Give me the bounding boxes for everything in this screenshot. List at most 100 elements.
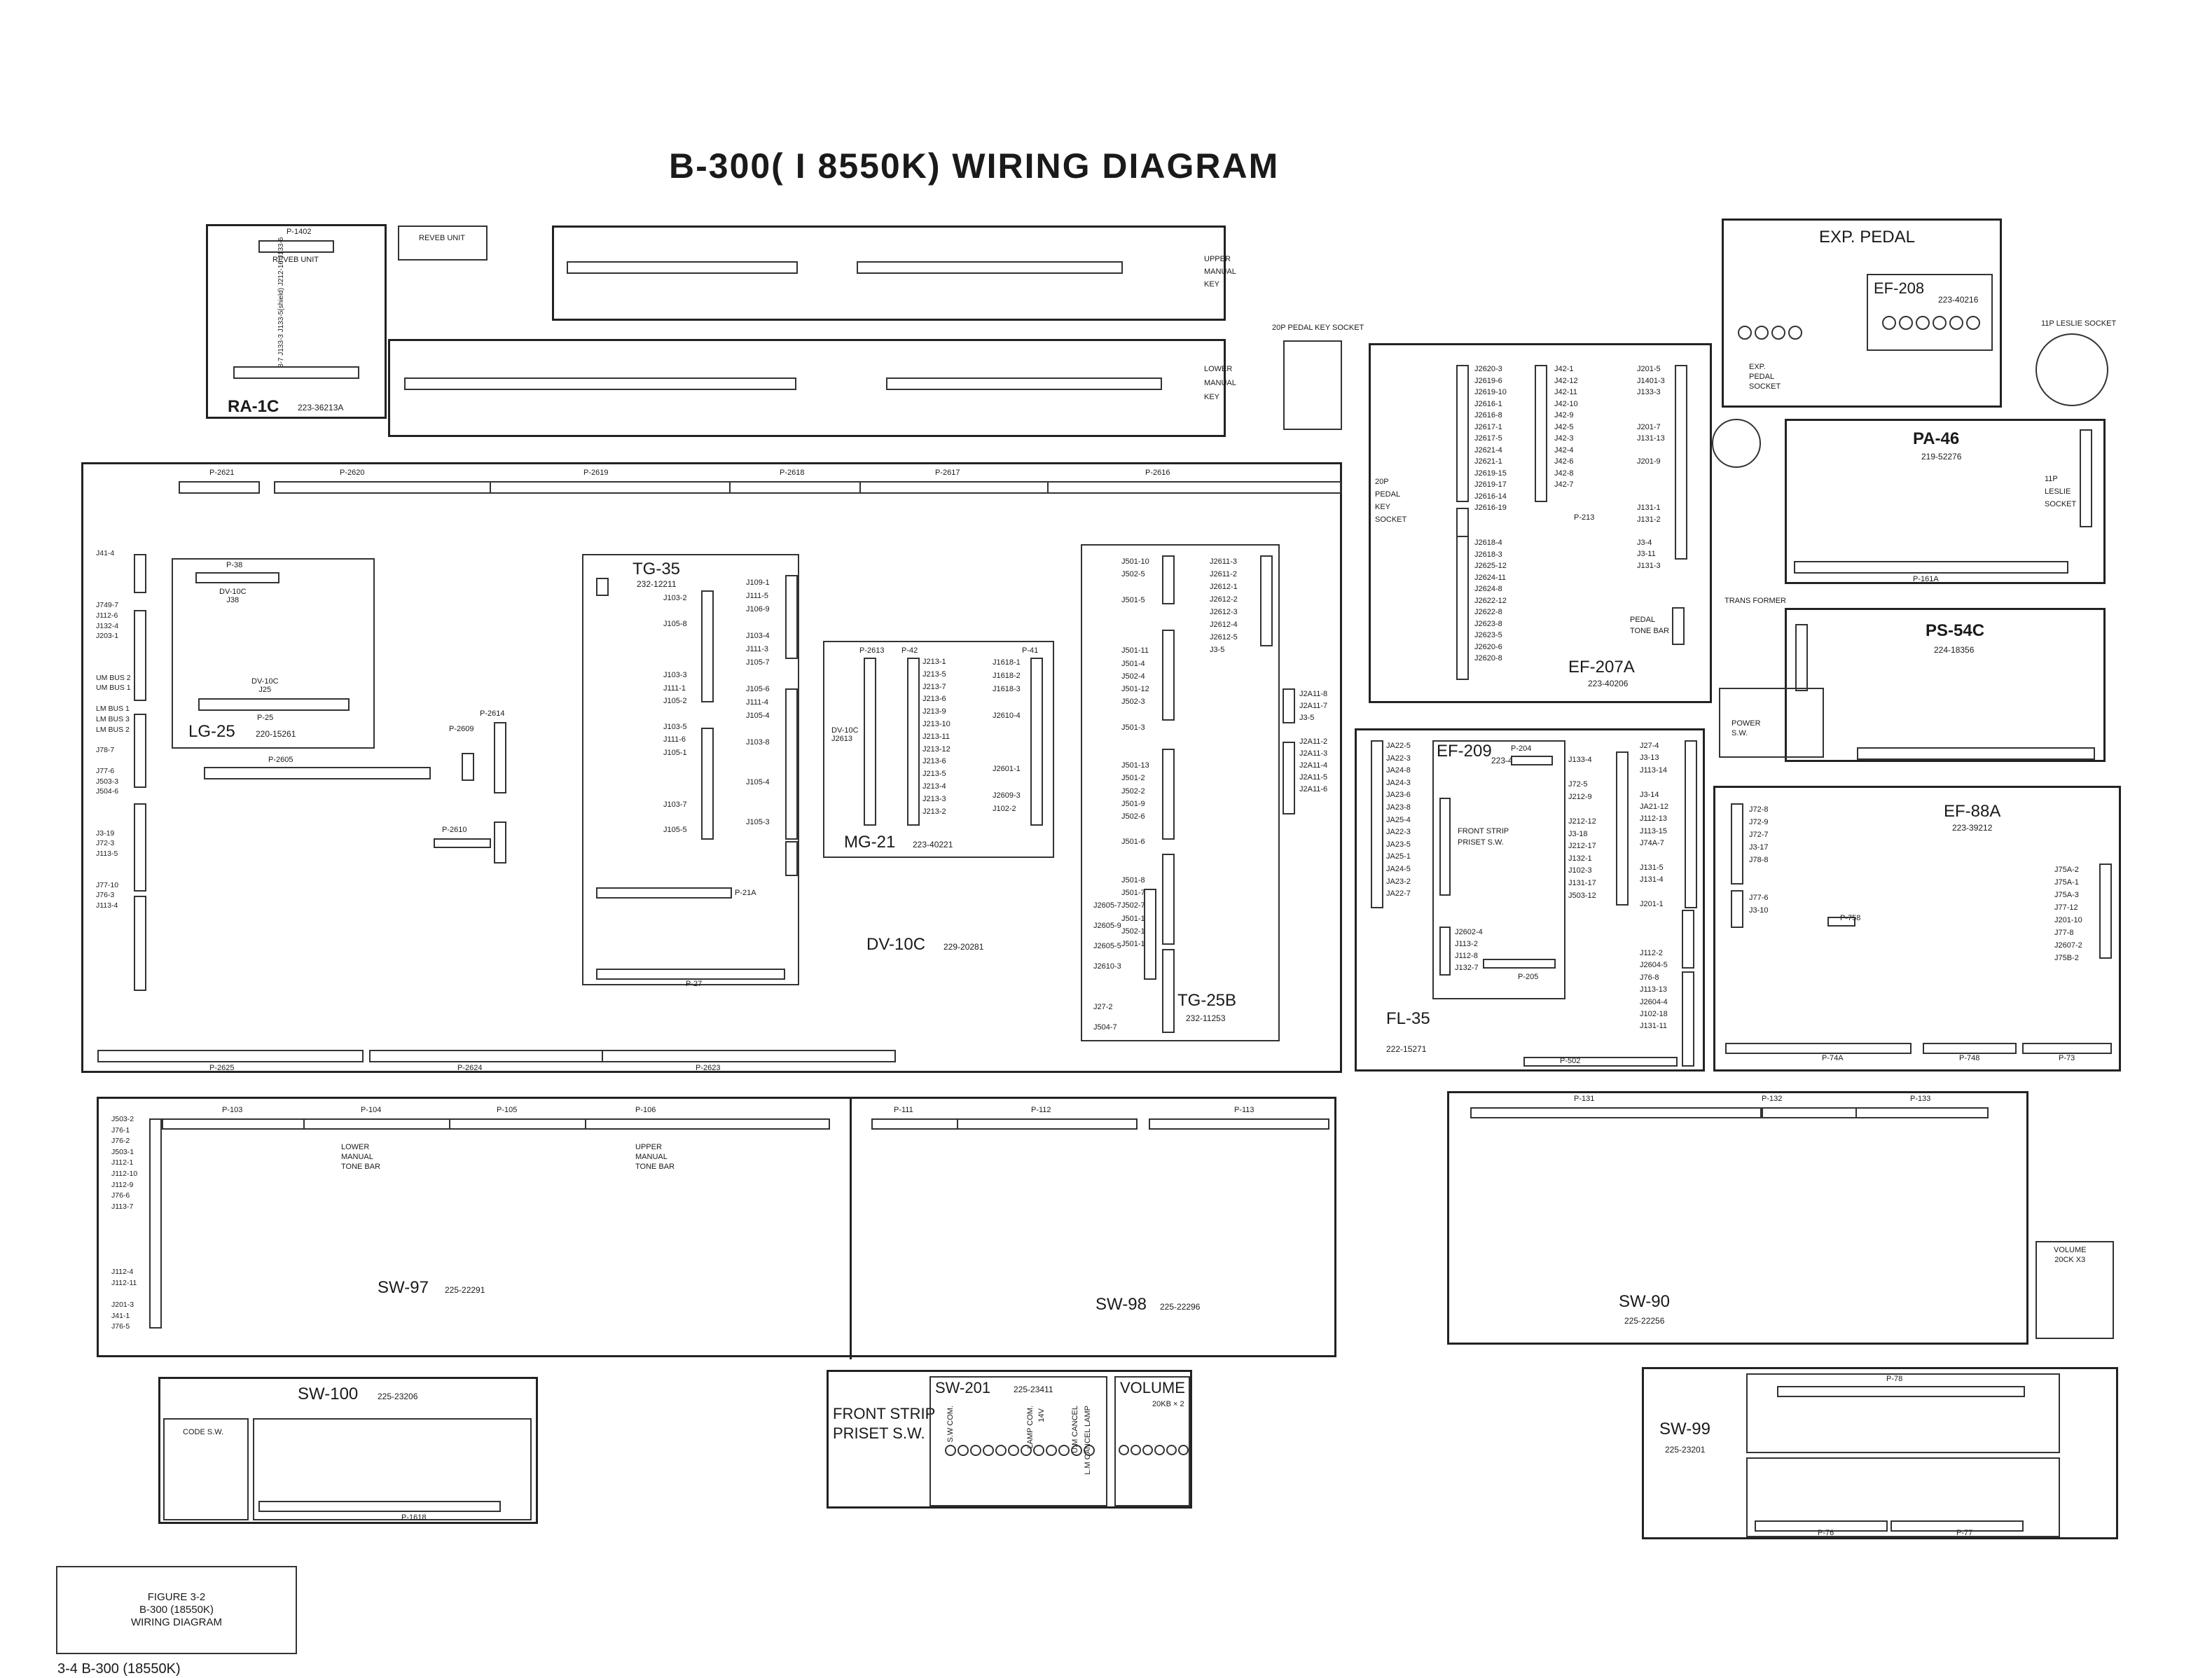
board-name: SW-100 [298,1385,359,1403]
volume-20ck: VOLUME 20CK X3 [2035,1241,2114,1339]
board-sw97: P-103 P-104 P-105 P-106 LOWER MANUAL TON… [97,1097,1336,1359]
connector-p131 [1470,1107,1762,1118]
connector-label: P-132 [1762,1095,1783,1103]
connector-p2617 [859,481,1049,494]
connector-p1 [1795,624,1808,691]
connector-label: P-76 [1818,1529,1834,1537]
pin [983,1445,994,1456]
board-name: RA-1C [228,397,279,416]
board-name: FL-35 [1386,1009,1430,1028]
upper-connector-1 [567,261,798,274]
board-part: 225-22256 [1624,1316,1665,1326]
board-ef209: EF-209 223-40221 P-204 FRONT STRIP PRISE… [1432,740,1565,999]
board-name: VOLUME [1120,1379,1185,1396]
pin [958,1445,969,1456]
board-name: SW-98 [1095,1295,1147,1314]
board-name: SW-90 [1619,1292,1670,1311]
lg25-dv2: DV-10C J25 [251,677,279,694]
board-part: 222-15271 [1386,1044,1427,1054]
ef207a-list4: J2618-4 J2618-3 J2625-12 J2624-11 J2624-… [1474,539,1507,663]
volume-pins [1119,1445,1189,1455]
ef207a-p213: P-213 [1574,513,1595,522]
upper-connector-2 [857,261,1123,274]
pin [995,1445,1007,1456]
pin [1755,326,1769,340]
board-part: 225-23411 [1014,1385,1053,1394]
connector-p2620 [274,481,512,494]
board-name: TG-35 [633,560,681,578]
figure-caption: FIGURE 3-2 B-300 (18550K) WIRING DIAGRAM [56,1566,297,1654]
board-part: 223-40206 [1588,679,1629,688]
sw201-swcom: S.W COM. [946,1406,955,1443]
lower-tone-bar: LOWER MANUAL TONE BAR [341,1143,381,1171]
sw201-cancel-lamp: L.M CANCEL LAMP [1084,1406,1092,1475]
board-part: 232-11253 [1186,1013,1226,1023]
lower-label: LOWER MANUAL KEY [1204,365,1236,401]
pin [1033,1445,1044,1456]
connector-p24 [785,688,798,840]
pin [1008,1445,1019,1456]
board-pa46: PA-46 219-52276 11P LESLIE SOCKET P-161A [1785,419,2106,584]
upper-label: UPPER MANUAL KEY [1204,255,1236,289]
connector-p41 [1030,658,1043,826]
pin [1178,1445,1189,1455]
board-ef88a: EF-88A 223-39212 J72-8 J72-9 J72-7 J3-17… [1713,786,2121,1072]
connector-p133 [1855,1107,1989,1118]
caption-line2: B-300 (18550K) [139,1604,214,1616]
pedal-key-socket [1283,340,1342,430]
connector-p38 [195,572,279,583]
connector-p102 [149,1118,162,1329]
connector-p503 [1682,971,1694,1067]
connector-p205 [1483,959,1556,969]
fl35-list-d: J133-4 J72-5 J212-9 J212-12 J3-18 J212-1… [1568,756,1596,900]
board-tg25b: J501-10 J502-5 J501-5 J501-11 J501-4 J50… [1081,544,1280,1041]
diagram-title: B-300( I 8550K) WIRING DIAGRAM [669,146,1280,186]
power-block [1719,688,1824,758]
connector-p504 [1685,740,1697,908]
connector-p75a [1731,803,1743,885]
connector-label: P-205 [1518,973,1539,981]
ef208-pins [1882,316,1980,330]
connector-p2616 [1047,481,1341,494]
connector-p2613 [864,658,876,826]
connector-p2611-side [1283,688,1295,723]
connector-p204 [1511,756,1553,765]
connector-p502 [1523,1057,1678,1067]
ef88a-list-a: J72-8 J72-9 J72-7 J3-17 J78-8 J77-6 J3-1… [1749,805,1769,915]
sw201-lamp: LAMP COM. [1026,1406,1035,1449]
connector-p214 [1456,365,1469,502]
board-name: LG-25 [188,722,235,741]
board-name: EF-208 [1874,279,1925,297]
pin [1021,1445,1032,1456]
connector-sub: REVEB UNIT [272,256,319,264]
connector-p501 [1371,740,1383,908]
connector-p2607 [134,896,146,991]
connector-p72 [2099,864,2112,959]
connector-p2615 [494,821,506,864]
connector-p21a [596,887,732,899]
pin [1142,1445,1153,1455]
connector-label: P-131 [1574,1095,1595,1103]
connector-p2602 [134,610,146,701]
code-switch-label: CODE S.W. [183,1428,224,1436]
connector-p758 [1827,917,1855,927]
board-name: EF-207A [1568,658,1635,677]
connector-p2604 [134,803,146,892]
connector-p213 [1535,365,1547,502]
ef207a-list1: J2620-3 J2619-6 J2619-10 J2616-1 J2616-8… [1474,365,1507,512]
board-part: 232-12211 [637,579,677,589]
board-mg21: P-2613 P-42 P-41 DV-10C J2613 J213-1 J21… [823,641,1054,858]
connector-p28a [1144,889,1156,980]
board-part: 224-18356 [1934,645,1975,655]
tg35-list-a: J103-2 J105-8 J103-3 J111-1 J105-2 J103-… [663,594,687,835]
connector-p112 [957,1118,1138,1130]
connector-p24a [1162,630,1175,721]
board-lg25: P-38 DV-10C J38 DV-10C J25 P-25 LG-25 22… [172,558,375,749]
board-sw100: SW-100 225-23206 CODE S.W. P-1618 [158,1377,538,1524]
board-name: DV-10C [866,935,926,954]
sw201-front: FRONT STRIP PRISET S.W. [833,1405,936,1442]
connector-p42 [907,658,920,826]
connector-p2621 [179,481,260,494]
connector-p161a [1794,561,2068,574]
connector-p29 [596,578,609,596]
